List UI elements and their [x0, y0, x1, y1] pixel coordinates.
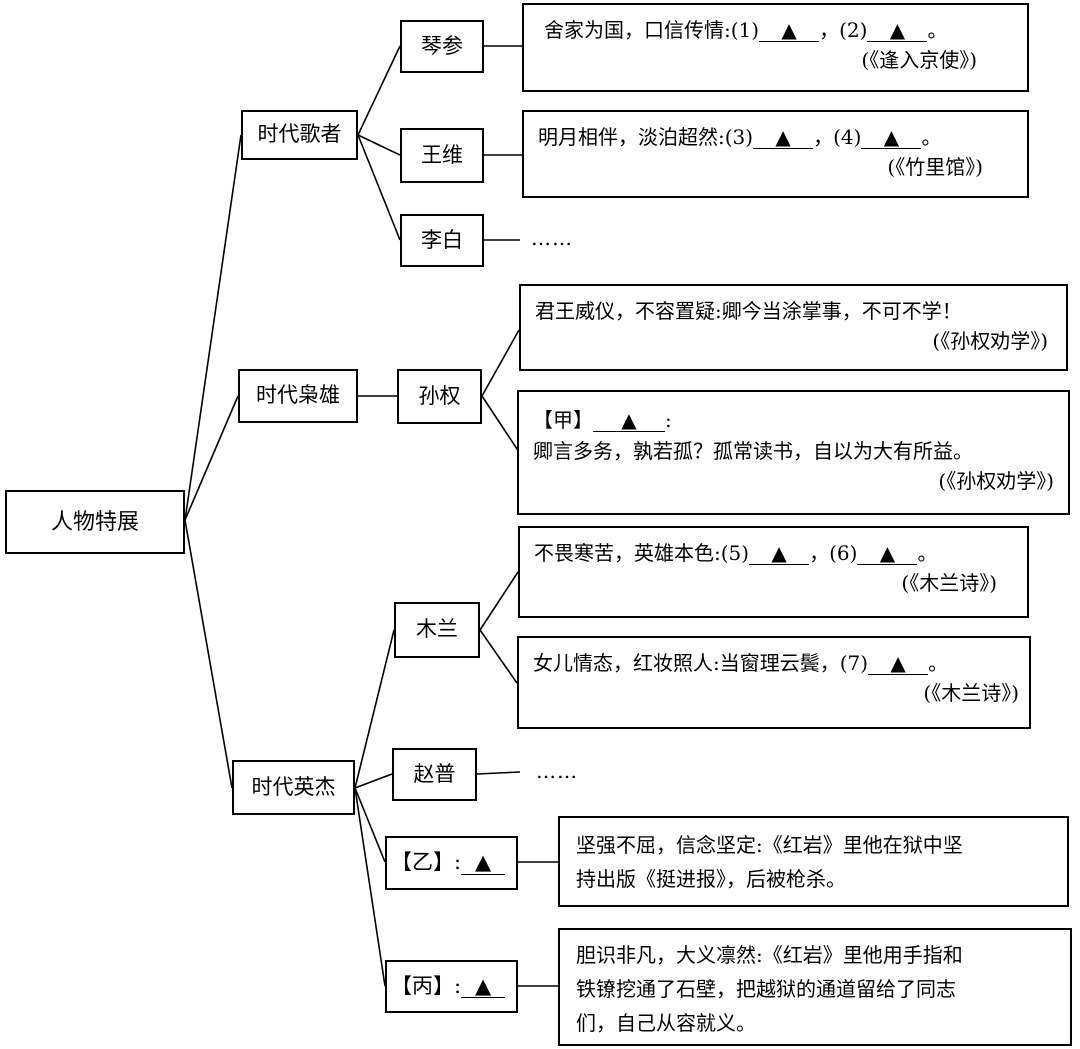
desc-sunquan-2-line: 卿言多务，孰若孤？孤常读书，自以为大有所益。	[533, 439, 973, 463]
person-libai: 李白	[400, 214, 484, 267]
connector-heroes-yi	[354, 787, 386, 863]
desc-mulan-1-line: 不畏寒苦，英雄本色:(5)▲，(6)▲。	[534, 541, 938, 565]
desc-qincan-line: 舍家为国，口信传情:(1)▲，(2)▲。	[544, 18, 948, 42]
connector-singers-qincan	[357, 45, 401, 136]
connector-mulan-desc2	[479, 629, 518, 684]
blank-marker-6: ▲	[857, 543, 918, 565]
jia-label: 【甲】	[533, 408, 593, 432]
connector-zhaopu-ellipsis	[476, 771, 521, 775]
connector-singers-wangwei	[357, 134, 401, 156]
person-zhaopu-label: 赵普	[413, 761, 456, 786]
desc-wangwei-source: (《竹里馆》)	[887, 155, 983, 179]
category-heroes-label: 时代英杰	[251, 774, 336, 799]
person-wangwei: 王维	[400, 128, 484, 183]
person-mulan: 木兰	[394, 602, 480, 658]
person-qincan-label: 琴参	[421, 33, 463, 58]
blank-marker-jia: ▲	[593, 410, 665, 432]
person-yi: 【乙】:▲	[385, 836, 518, 890]
desc-qincan-source: (《逢入京使》)	[861, 48, 977, 72]
connector-root-heroes	[184, 519, 233, 789]
blank-marker-4: ▲	[861, 127, 922, 149]
desc-yi-line-2: 持出版《挺进报》，后被枪杀。	[576, 867, 846, 891]
desc-mulan-2-source: (《木兰诗》)	[923, 681, 1019, 705]
desc-bing: 胆识非凡，大义凛然:《红岩》里他用手指和 铁镣挖通了石壁，把越狱的通道留给了同志…	[558, 928, 1072, 1046]
connector-sunquan-desc2	[481, 395, 520, 453]
desc-yi-line-1: 坚强不屈，信念坚定:《红岩》里他在狱中坚	[576, 833, 963, 857]
person-bing: 【丙】:▲	[385, 960, 518, 1013]
desc-wangwei-line: 明月相伴，淡泊超然:(3)▲，(4)▲。	[538, 125, 942, 149]
blank-marker-3: ▲	[753, 127, 814, 149]
blank-marker-1: ▲	[759, 20, 820, 42]
blank-marker-bing: ▲	[461, 975, 506, 999]
blank-marker-2: ▲	[867, 20, 928, 42]
desc-sunquan-2-source: (《孙权劝学》)	[938, 469, 1054, 493]
person-zhaopu: 赵普	[392, 748, 477, 801]
connector-root-singers	[184, 134, 242, 521]
category-warlords-label: 时代枭雄	[256, 383, 340, 408]
category-singers: 时代歌者	[241, 110, 358, 160]
desc-wangwei: 明月相伴，淡泊超然:(3)▲，(4)▲。 (《竹里馆》)	[522, 110, 1029, 198]
desc-yi: 坚强不屈，信念坚定:《红岩》里他在狱中坚 持出版《挺进报》，后被枪杀。	[558, 816, 1069, 907]
desc-bing-line-1: 胆识非凡，大义凛然:《红岩》里他用手指和	[576, 943, 963, 967]
desc-mulan-1-source: (《木兰诗》)	[901, 571, 997, 595]
person-sunquan-label: 孙权	[418, 383, 461, 408]
category-heroes: 时代英杰	[232, 760, 355, 815]
desc-sunquan-1-source: (《孙权劝学》)	[932, 329, 1048, 353]
connector-heroes-zhaopu	[354, 773, 393, 789]
desc-sunquan-2: 【甲】▲: 卿言多务，孰若孤？孤常读书，自以为大有所益。 (《孙权劝学》)	[517, 390, 1070, 515]
person-yi-label: 【乙】:	[391, 850, 462, 875]
blank-marker-yi: ▲	[461, 851, 506, 875]
desc-mulan-2-line: 女儿情态，红妆照人:当窗理云鬓，(7)▲。	[533, 651, 949, 675]
category-warlords: 时代枭雄	[238, 369, 358, 423]
connector-heroes-mulan	[354, 629, 395, 789]
desc-qincan: 舍家为国，口信传情:(1)▲，(2)▲。 (《逢入京使》)	[522, 3, 1029, 92]
connector-root-warlords	[184, 395, 239, 521]
blank-marker-5: ▲	[749, 543, 810, 565]
zhaopu-ellipsis: ……	[536, 759, 578, 783]
root-label: 人物特展	[50, 509, 139, 535]
connector-sunquan-desc1	[481, 329, 520, 397]
desc-sunquan-1: 君王威仪，不容置疑:卿今当涂掌事，不可不学！ (《孙权劝学》)	[519, 284, 1068, 371]
desc-bing-line-2: 铁镣挖通了石壁，把越狱的通道留给了同志	[576, 977, 956, 1001]
desc-sunquan-2-head: 【甲】▲:	[533, 408, 672, 432]
desc-bing-line-3: 们，自己从容就义。	[576, 1011, 756, 1035]
person-mulan-label: 木兰	[416, 617, 458, 642]
connector-heroes-bing	[354, 787, 386, 987]
blank-marker-7: ▲	[868, 653, 929, 675]
root-node: 人物特展	[5, 490, 185, 554]
libai-ellipsis: ……	[531, 226, 573, 250]
connector-mulan-desc1	[479, 571, 519, 631]
category-singers-label: 时代歌者	[257, 122, 342, 147]
connector-singers-libai	[357, 134, 401, 241]
person-bing-label: 【丙】:	[391, 973, 462, 998]
person-wangwei-label: 王维	[421, 142, 463, 167]
person-qincan: 琴参	[400, 20, 484, 73]
desc-mulan-1: 不畏寒苦，英雄本色:(5)▲，(6)▲。 (《木兰诗》)	[518, 526, 1029, 618]
desc-sunquan-1-line: 君王威仪，不容置疑:卿今当涂掌事，不可不学！	[535, 299, 962, 323]
person-libai-label: 李白	[421, 227, 463, 252]
desc-mulan-2: 女儿情态，红妆照人:当窗理云鬓，(7)▲。 (《木兰诗》)	[517, 636, 1031, 729]
person-sunquan: 孙权	[397, 369, 482, 424]
